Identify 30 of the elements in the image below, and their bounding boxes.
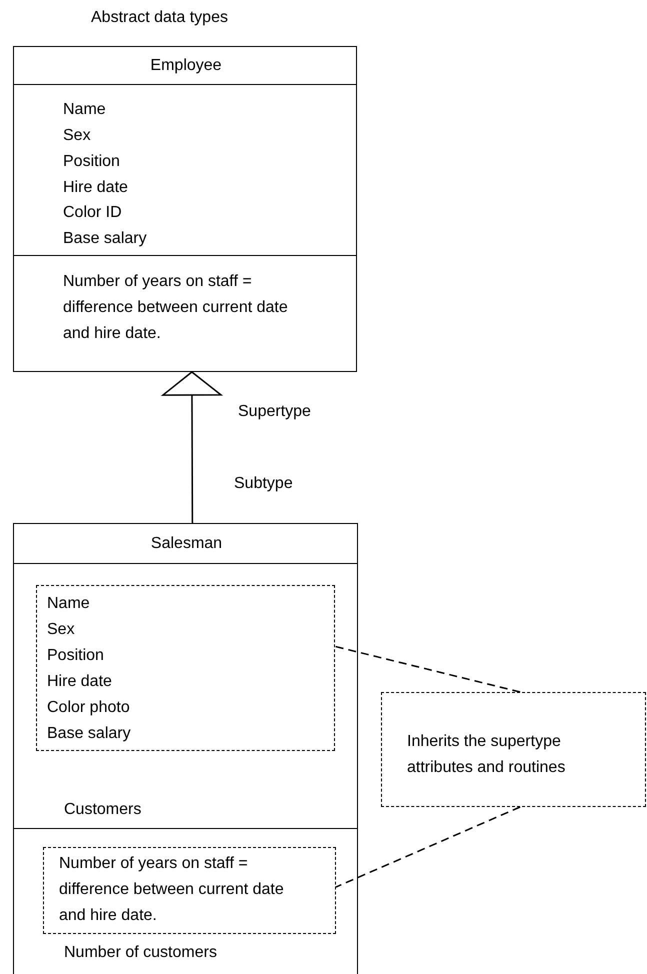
attribute-text: Sex — [47, 620, 76, 640]
class-box — [13, 46, 357, 372]
leader-line — [334, 646, 520, 693]
method-text: Number of years on staff = difference between current date and hire date. — [59, 854, 285, 926]
attribute-text: Base salary — [47, 724, 132, 744]
class-name: Salesman — [150, 534, 224, 554]
attribute-text: Position — [63, 152, 121, 172]
attribute-text: Hire date — [63, 178, 129, 198]
attribute-text: Position — [47, 646, 105, 666]
attribute-text: Sex — [63, 126, 92, 146]
attribute-text: Color photo — [47, 698, 131, 718]
attribute-text: Base salary — [63, 229, 148, 249]
note-box — [381, 692, 646, 807]
attribute-text: Name — [47, 594, 91, 614]
role-label: Subtype — [234, 474, 293, 494]
attribute-text: Number of customers — [64, 943, 218, 963]
inherited-routine-box — [43, 847, 336, 934]
role-label: Supertype — [238, 402, 311, 422]
class-box — [13, 523, 358, 974]
leader-line — [336, 806, 520, 888]
attribute-text: Customers — [64, 800, 142, 820]
class-name: Employee — [149, 56, 223, 76]
attribute-text: Name — [63, 100, 107, 120]
note-text: Inherits the supertype attributes and routines — [407, 732, 566, 778]
attribute-text: Hire date — [47, 672, 113, 692]
inherited-attributes-box — [36, 585, 335, 751]
attribute-text: Color ID — [63, 203, 123, 223]
generalization-arrow — [162, 371, 222, 523]
method-text: Number of years on staff = difference between current date and hire date. — [63, 272, 289, 344]
diagram-title: Abstract data types — [91, 8, 228, 28]
